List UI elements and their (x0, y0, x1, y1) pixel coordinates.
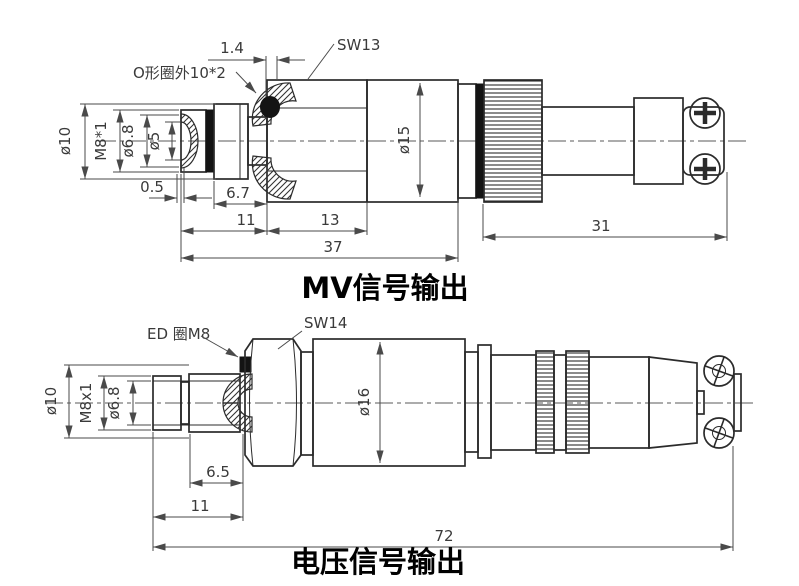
knurl-band-1 (535, 350, 555, 454)
gasket-band (475, 83, 485, 199)
dim-d10: ø10 (56, 127, 74, 155)
phillips-screw-bottom (703, 417, 735, 449)
collar (477, 344, 492, 459)
bottom-part-outline (152, 338, 742, 467)
boot-nub (696, 390, 705, 415)
seal-pocket-lower (222, 402, 253, 433)
dim-31: 31 (591, 217, 610, 235)
front-cylinder (188, 373, 241, 433)
knurled-ring (483, 79, 543, 203)
end-plate (733, 373, 742, 432)
ring-step (464, 351, 479, 453)
drawing-top: 1.4 SW13 O形圈外10*2 ø10 M8*1 ø6.8 (56, 36, 748, 305)
top-part-outline (180, 79, 725, 203)
seal-pocket-upper (222, 373, 253, 404)
dim-d10: ø10 (42, 387, 60, 415)
bottom-title: 电压信号输出 (291, 545, 465, 579)
dim-0-5: 0.5 (140, 178, 164, 196)
dim-6-7: 6.7 (226, 184, 250, 202)
top-dimensions: 1.4 SW13 O形圈外10*2 ø10 M8*1 ø6.8 (56, 36, 728, 262)
dim-d6-8: ø6.8 (105, 386, 123, 419)
top-title: MV信号输出 (301, 271, 468, 305)
callout-sw13: SW13 (337, 36, 380, 54)
phillips-screw-top (689, 97, 721, 129)
seal-band (205, 109, 215, 173)
dim-d16: ø16 (355, 388, 373, 416)
phillips-screw-bottom (689, 153, 721, 185)
dim-d5: ø5 (145, 132, 163, 151)
bottom-dimensions: ø10 M8x1 ø6.8 6.5 11 72 (42, 314, 734, 551)
tapered-boot (648, 356, 698, 449)
dim-1-4: 1.4 (220, 39, 244, 57)
callout-sw14: SW14 (304, 314, 347, 332)
dim-37: 37 (323, 238, 342, 256)
knurl-band-2 (565, 350, 590, 454)
dim-d6-8: ø6.8 (119, 124, 137, 157)
drawing-bottom: ø10 M8x1 ø6.8 6.5 11 72 (42, 314, 755, 579)
dim-m8x1: M8*1 (92, 121, 110, 161)
o-ring-retainer (251, 82, 297, 200)
phillips-screw-top (703, 355, 735, 387)
dim-11: 11 (236, 211, 255, 229)
dim-6-5: 6.5 (206, 463, 230, 481)
callout-ed-ring: ED 圈M8 (147, 325, 210, 343)
dim-m8x1: M8x1 (77, 383, 95, 424)
o-ring-section (260, 96, 280, 118)
dim-11: 11 (190, 497, 209, 515)
callout-oring: O形圈外10*2 (133, 64, 226, 82)
dim-72: 72 (434, 527, 453, 545)
dim-d15: ø15 (395, 126, 413, 154)
dim-13: 13 (320, 211, 339, 229)
